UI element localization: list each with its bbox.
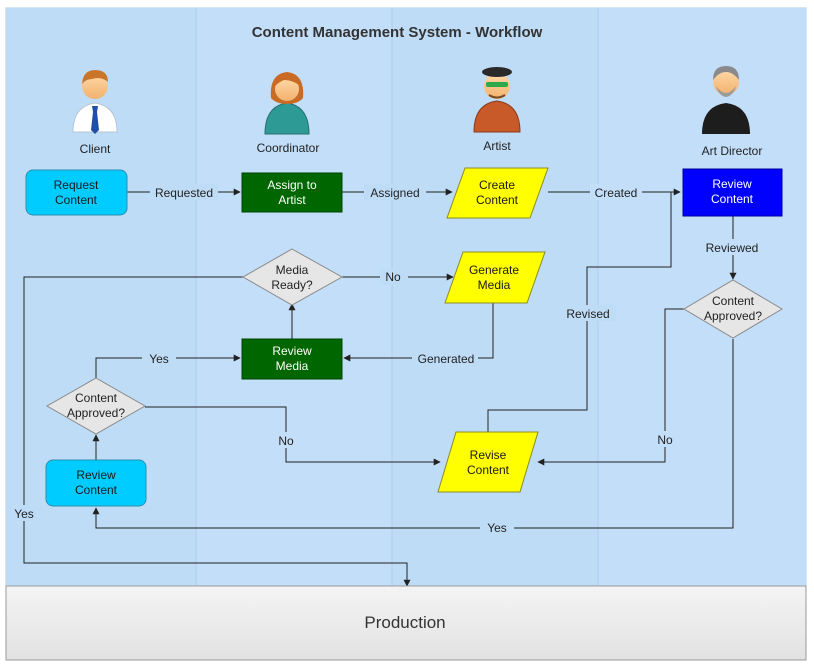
node-generate-media[interactable]: Generate Media [444, 251, 546, 304]
lane-label-coordinator: Coordinator [257, 141, 320, 155]
node-revise-content[interactable]: Revise Content [437, 431, 539, 493]
production-label: Production [364, 613, 445, 632]
node-label: Content [75, 483, 118, 497]
edge-label-created: Created [595, 186, 638, 200]
edge-label-client-yes: Yes [149, 352, 169, 366]
edge-label-ad-yes: Yes [487, 521, 507, 535]
node-label: Create [479, 178, 515, 192]
connector-generated [343, 303, 494, 362]
decision-content-approved-client[interactable]: Content Approved? [45, 377, 147, 435]
node-label: Content [476, 193, 519, 207]
node-label: Request [54, 178, 99, 192]
edge-label-ad-no: No [657, 433, 673, 447]
node-label: Media [478, 278, 511, 292]
node-label: Approved? [704, 309, 762, 323]
edge-label-revised: Revised [566, 307, 609, 321]
node-label: Content [712, 294, 755, 308]
diagram-title: Content Management System - Workflow [252, 24, 543, 41]
decision-media-ready[interactable]: Media Ready? [241, 248, 344, 306]
node-label: Revise [470, 448, 507, 462]
node-label: Content [55, 193, 98, 207]
edge-labels: Requested Assigned Created Reviewed No G… [8, 184, 764, 536]
node-assign-to-artist[interactable]: Assign to Artist [241, 172, 343, 213]
node-request-content[interactable]: Request Content [25, 169, 128, 216]
node-label: Content [467, 463, 510, 477]
edge-label-client-no: No [278, 434, 294, 448]
lane-label-artist: Artist [483, 139, 511, 153]
node-label: Ready? [271, 278, 313, 292]
node-label: Content [711, 192, 754, 206]
coordinator-person-icon [264, 72, 310, 135]
decision-content-approved-art-director[interactable]: Content Approved? [683, 279, 783, 339]
connector-media-yes [23, 276, 411, 587]
edge-label-generated: Generated [418, 352, 475, 366]
production-phase: Production [5, 585, 807, 661]
edge-label-media-yes: Yes [14, 507, 34, 521]
connector-revised [487, 192, 672, 432]
node-label: Media [276, 263, 309, 277]
node-create-content[interactable]: Create Content [446, 167, 549, 219]
node-review-content-client[interactable]: Review Content [45, 459, 147, 507]
node-label: Approved? [67, 406, 125, 420]
edge-label-requested: Requested [155, 186, 213, 200]
connector-ad-no [537, 308, 685, 466]
node-label: Generate [469, 263, 519, 277]
lane-art-director [598, 8, 806, 586]
node-label: Assign to [267, 178, 317, 192]
node-label: Content [75, 391, 118, 405]
edge-label-media-no: No [385, 270, 401, 284]
lane-label-client: Client [80, 142, 111, 156]
node-label: Review [76, 468, 116, 482]
art-director-person-icon [702, 66, 750, 134]
node-review-content-art-director[interactable]: Review Content [682, 168, 783, 217]
client-person-icon [72, 70, 118, 134]
connector-ad-yes [92, 339, 734, 529]
artist-person-icon [473, 67, 521, 133]
connector-client-yes [95, 354, 241, 385]
lane-label-art-director: Art Director [702, 144, 763, 158]
node-label: Artist [278, 193, 306, 207]
node-review-media[interactable]: Review Media [241, 338, 343, 380]
edge-label-reviewed: Reviewed [706, 241, 759, 255]
node-label: Media [276, 359, 309, 373]
node-label: Review [712, 177, 752, 191]
edge-label-assigned: Assigned [370, 186, 419, 200]
node-label: Review [272, 344, 312, 358]
